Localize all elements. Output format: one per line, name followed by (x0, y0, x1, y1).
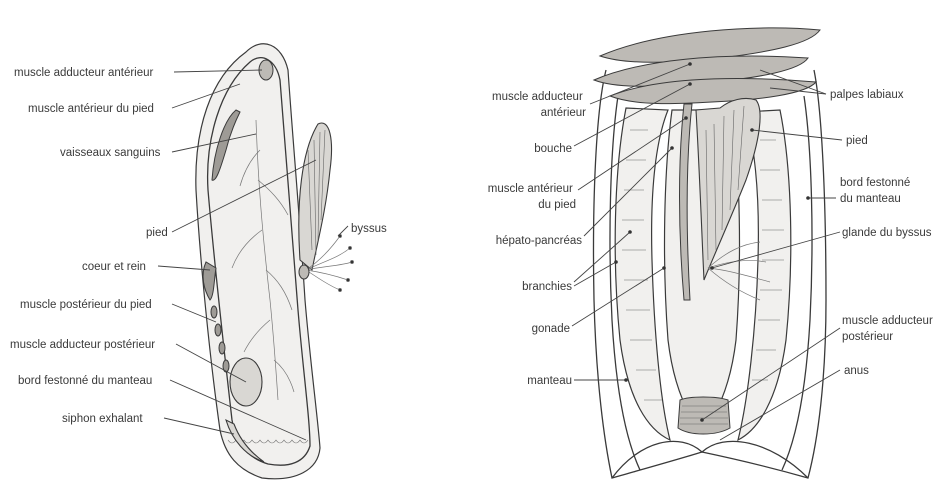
label-right-muscle-adducteur-anterieur: muscle adducteur antérieur (492, 91, 586, 119)
label-left-muscle-posterieur-du-pied: muscle postérieur du pied (20, 299, 152, 311)
label-right-branchies: branchies (522, 281, 572, 293)
label-right-anus: anus (844, 365, 869, 377)
left-labels: muscle adducteur antérieur muscle antéri… (10, 67, 387, 425)
label-left-bord-festonne-du-manteau: bord festonné du manteau (18, 375, 152, 387)
label-right-hepato-pancreas: hépato-pancréas (496, 235, 583, 247)
label-left-pied: pied (146, 227, 168, 239)
label-right-manteau: manteau (527, 375, 572, 387)
label-right-muscle-adducteur-posterieur: muscle adducteur postérieur (842, 315, 936, 343)
label-right-bord-festonne-du-manteau: bord festonné du manteau (840, 177, 914, 205)
label-right-bouche: bouche (534, 143, 572, 155)
right-posterior-adductor (678, 397, 730, 434)
label-right-palpes-labiaux: palpes labiaux (830, 89, 904, 101)
label-right-pied: pied (846, 135, 868, 147)
right-mussel-drawing (594, 28, 827, 478)
label-left-muscle-anterieur-du-pied: muscle antérieur du pied (28, 103, 154, 115)
label-left-coeur-et-rein: coeur et rein (82, 261, 146, 273)
right-bottom-lobes (612, 441, 808, 478)
label-left-vaisseaux-sanguins: vaisseaux sanguins (60, 147, 161, 159)
label-right-gonade: gonade (532, 323, 570, 335)
label-right-muscle-anterieur-du-pied: muscle antérieur du pied (488, 183, 576, 211)
label-right-glande-du-byssus: glande du byssus (842, 227, 932, 239)
label-left-siphon-exhalant: siphon exhalant (62, 413, 143, 425)
label-left-muscle-adducteur-posterieur: muscle adducteur postérieur (10, 339, 155, 351)
label-left-muscle-adducteur-anterieur: muscle adducteur antérieur (14, 67, 154, 79)
left-byssus-base (299, 265, 309, 279)
left-mussel-drawing (196, 44, 354, 479)
label-left-byssus: byssus (351, 223, 387, 235)
